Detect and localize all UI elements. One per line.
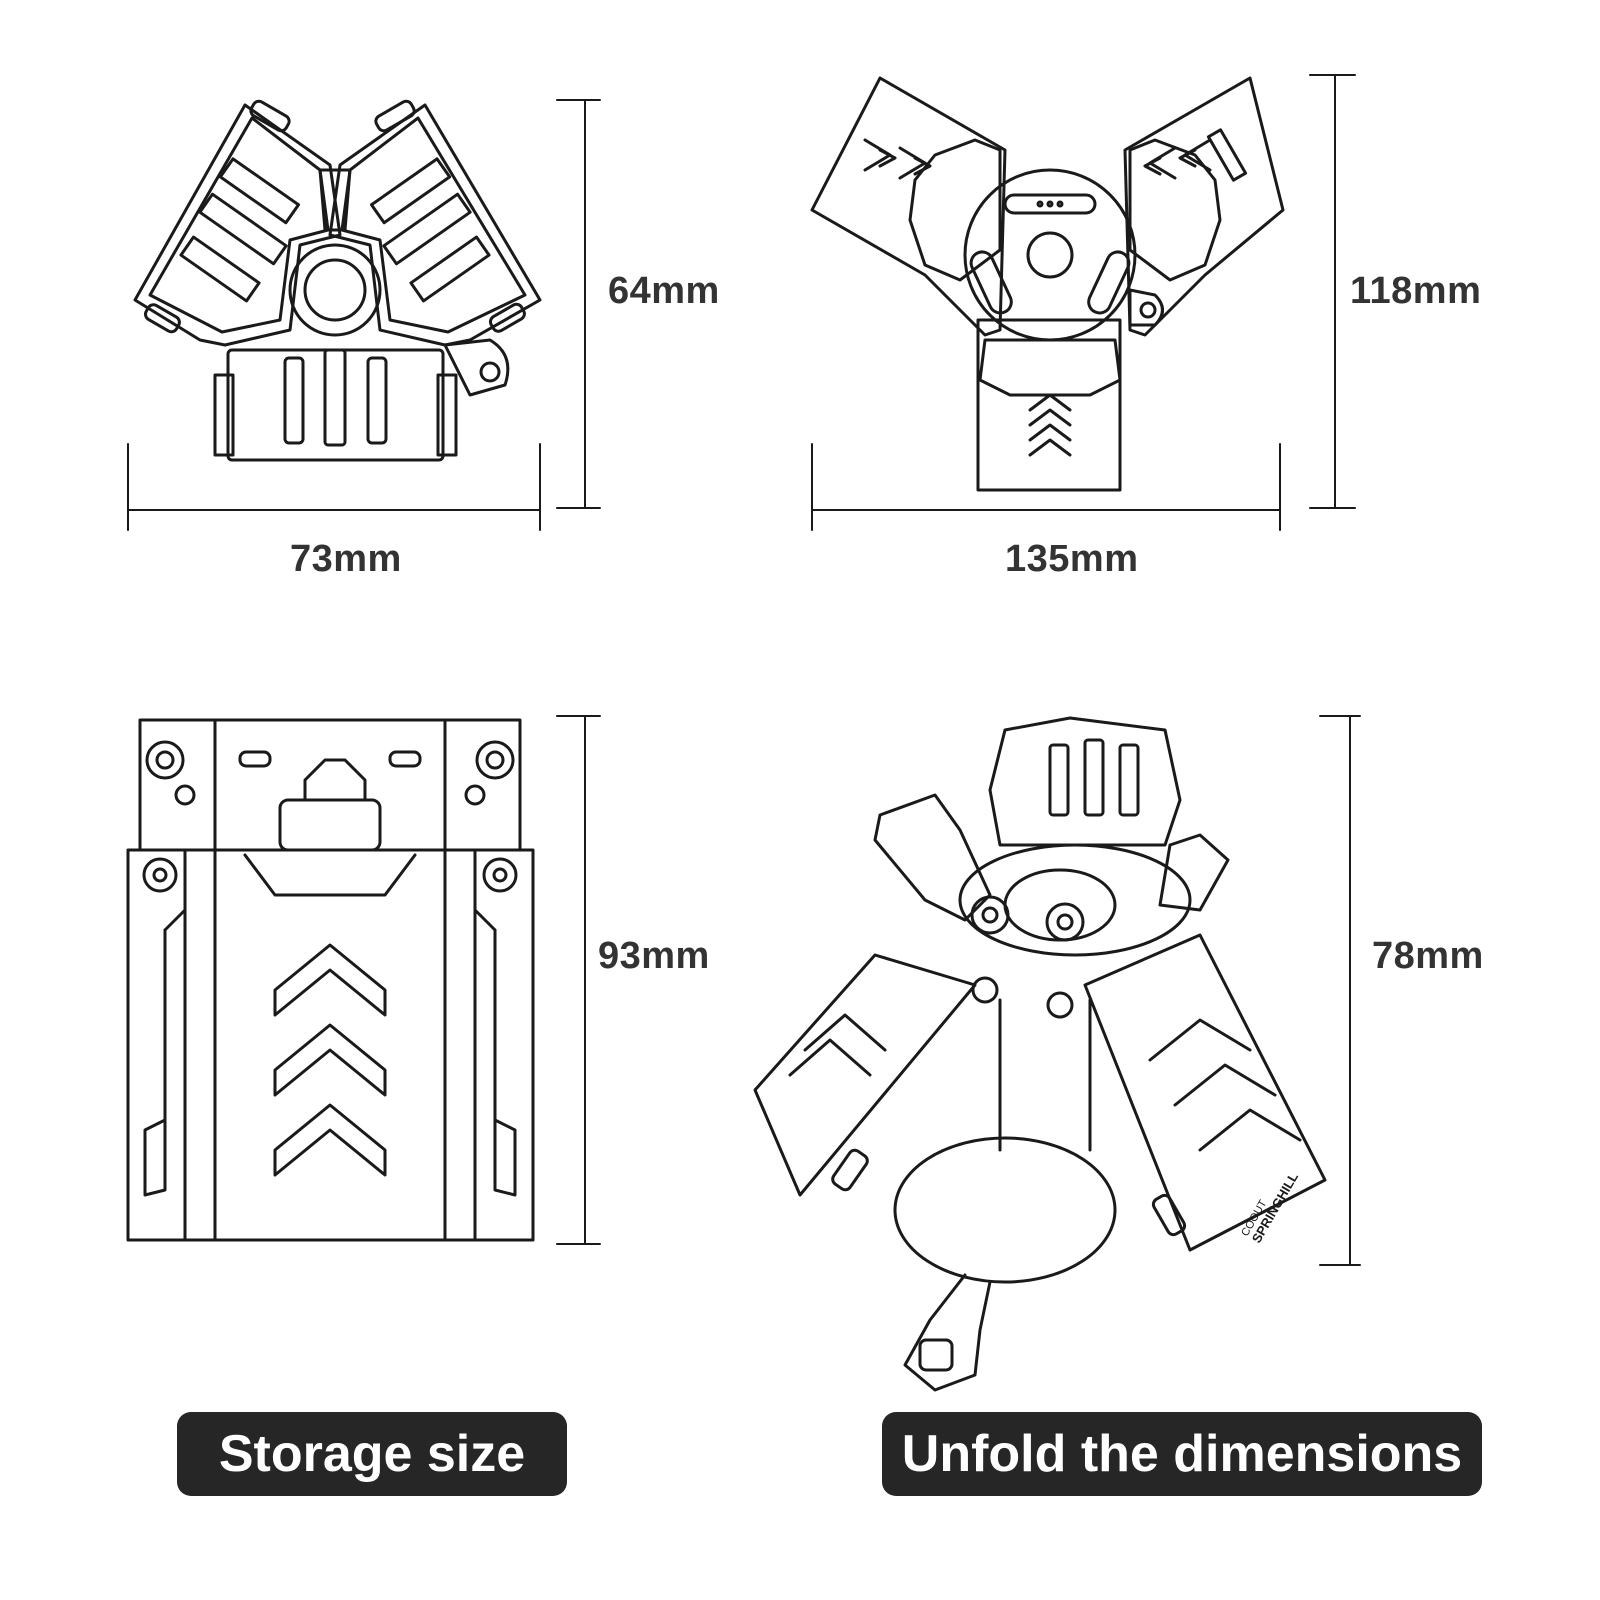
unfold-side-height-label: 78mm: [1372, 935, 1484, 977]
storage-height-label: 64mm: [608, 270, 720, 312]
storage-side-view-drawing: [126, 718, 535, 1242]
unfold-top-dimension-lines: [811, 74, 1356, 531]
unfold-dimensions-caption: Unfold the dimensions: [882, 1412, 1482, 1496]
unfold-side-dimension-lines: [1319, 715, 1361, 1266]
storage-side-dimension-lines: [556, 715, 601, 1245]
springhill-logo: COOUT SPRINGHILL: [1239, 1170, 1301, 1246]
storage-size-caption: Storage size: [177, 1412, 567, 1496]
unfold-top-view-drawing: [810, 76, 1285, 492]
unfold-side-view-drawing: [753, 716, 1327, 1392]
unfold-height-label: 118mm: [1350, 270, 1482, 312]
storage-top-dimension-lines: [127, 99, 601, 531]
storage-top-view-drawing: [133, 99, 542, 462]
storage-width-label: 73mm: [290, 538, 402, 580]
unfold-width-label: 135mm: [1005, 538, 1139, 580]
storage-side-height-label: 93mm: [598, 935, 710, 977]
